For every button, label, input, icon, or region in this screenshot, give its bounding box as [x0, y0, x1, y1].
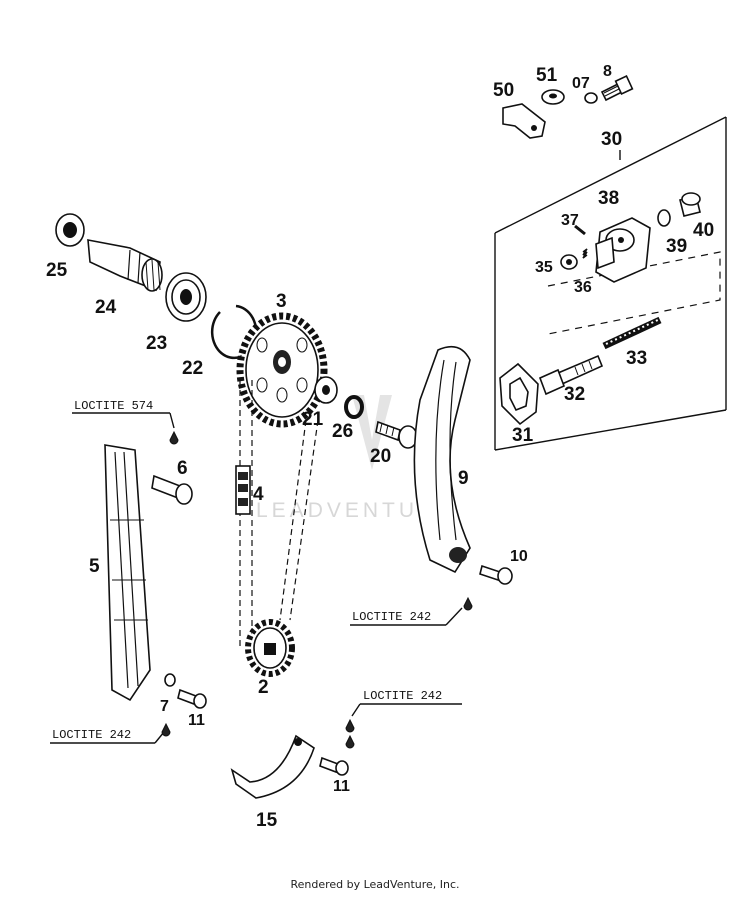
part-6-pivot-bolt — [151, 474, 193, 505]
part-40-plug — [679, 192, 701, 217]
footer-credit: Rendered by LeadVenture, Inc. — [290, 878, 460, 891]
callout-4: 4 — [253, 484, 264, 505]
part-37-pin — [574, 224, 586, 236]
part-07-washer — [584, 92, 598, 104]
callout-11-left: 11 — [188, 712, 205, 729]
callout-6: 6 — [177, 458, 188, 479]
callout-38: 38 — [598, 188, 619, 209]
callout-07: 07 — [572, 75, 590, 92]
callout-5: 5 — [89, 556, 100, 577]
callout-23: 23 — [146, 333, 167, 354]
callout-20: 20 — [370, 446, 391, 467]
part-20-bolt — [375, 420, 418, 449]
part-5-chain-guide-rail — [104, 444, 151, 702]
part-10-bolt — [479, 564, 513, 585]
callout-33: 33 — [626, 348, 647, 369]
part-11-bolt-lower-middle — [319, 756, 349, 776]
loctite-242-note-bottom: LOCTITE 242 — [345, 689, 462, 749]
callout-37: 37 — [561, 212, 579, 229]
part-7-washer — [164, 673, 176, 687]
part-11-bolt-lower-left — [177, 688, 207, 709]
part-39-ring — [657, 209, 671, 227]
loctite-242-note-left: LOCTITE 242 — [50, 722, 171, 744]
callout-39: 39 — [666, 236, 687, 257]
callout-numbers: 50 51 07 8 30 38 37 40 39 35 36 33 32 31… — [46, 63, 714, 831]
tensioner-assembly-bracket — [494, 116, 727, 451]
watermark-text: LEADVENTURE — [256, 499, 455, 522]
callout-2: 2 — [258, 677, 269, 698]
callout-50: 50 — [493, 80, 514, 101]
loctite-574-label: LOCTITE 574 — [74, 399, 153, 413]
callout-10: 10 — [510, 548, 528, 565]
part-9-tensioner-rail — [413, 345, 471, 574]
part-3-cam-sprocket — [236, 312, 328, 428]
part-38-tensioner-housing — [595, 217, 651, 283]
callout-36: 36 — [574, 279, 592, 296]
part-33-spring — [602, 316, 662, 350]
loctite-242-label-right: LOCTITE 242 — [352, 610, 431, 624]
part-21-washer — [314, 376, 338, 404]
callout-26: 26 — [332, 421, 353, 442]
part-25-needle-bearing — [55, 213, 85, 247]
callout-32: 32 — [564, 384, 585, 405]
callout-35: 35 — [535, 259, 553, 276]
callout-30: 30 — [601, 129, 622, 150]
part-50-bracket — [502, 103, 546, 139]
part-4-timing-chain — [235, 380, 319, 650]
callout-21: 21 — [302, 409, 324, 430]
callout-31: 31 — [512, 425, 534, 446]
loctite-574-note: LOCTITE 574 — [72, 399, 179, 445]
part-26-seal-ring — [344, 395, 364, 419]
callout-24: 24 — [95, 297, 117, 318]
callout-25: 25 — [46, 260, 68, 281]
callout-40: 40 — [693, 220, 714, 241]
part-24-camshaft — [87, 239, 163, 292]
callout-22: 22 — [182, 358, 203, 379]
part-51-nut — [541, 89, 565, 105]
callout-11-bottom: 11 — [333, 778, 350, 795]
part-36-spring — [582, 248, 588, 259]
callout-8: 8 — [603, 63, 612, 80]
loctite-242-label-left: LOCTITE 242 — [52, 728, 131, 742]
part-23-ball-bearing — [165, 272, 207, 322]
callout-3: 3 — [276, 291, 287, 312]
loctite-242-label-bottom: LOCTITE 242 — [363, 689, 442, 703]
part-32-tensioner-bolt — [538, 354, 604, 396]
part-2-crank-sprocket — [245, 619, 295, 677]
callout-7: 7 — [160, 698, 169, 715]
callout-51: 51 — [536, 65, 558, 86]
part-15-chain-guide — [230, 734, 315, 799]
callout-9: 9 — [458, 468, 469, 489]
part-8-bolt — [600, 75, 634, 102]
loctite-242-note-right: LOCTITE 242 — [350, 596, 473, 626]
part-35-plunger — [560, 254, 578, 270]
part-31-gasket — [499, 362, 539, 426]
callout-15: 15 — [256, 810, 278, 831]
